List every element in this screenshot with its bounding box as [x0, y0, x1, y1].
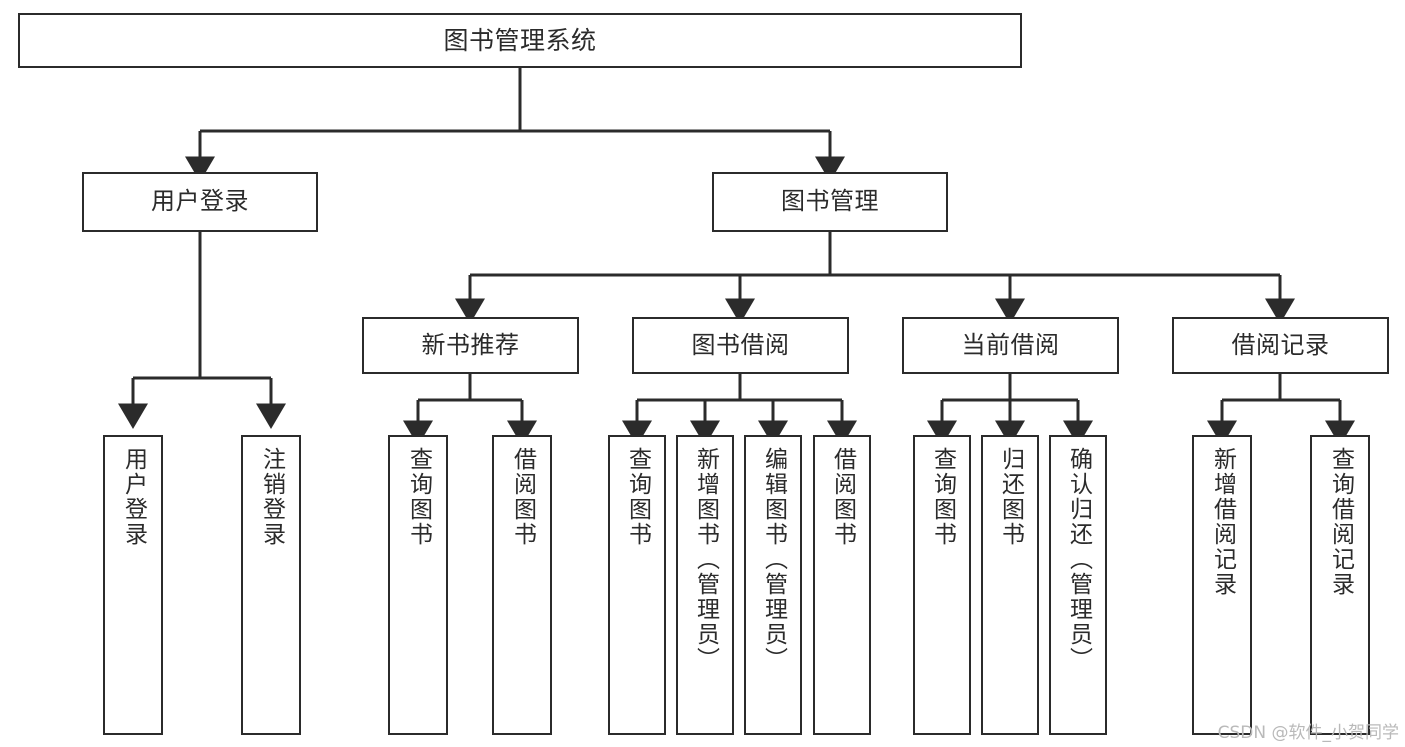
node-leaf-add-borrow-record[interactable]: 新增借阅记录 [1192, 435, 1252, 735]
node-borrow-records-label: 借阅记录 [1231, 330, 1330, 359]
node-leaf-query-book-recommend-label: 查询图书 [405, 447, 432, 547]
node-current-borrow[interactable]: 当前借阅 [902, 317, 1119, 374]
node-leaf-borrow-book-label: 借阅图书 [829, 447, 856, 547]
node-new-book-recommend-label: 新书推荐 [421, 330, 520, 359]
node-borrow-records[interactable]: 借阅记录 [1172, 317, 1389, 374]
node-leaf-add-borrow-record-label: 新增借阅记录 [1209, 447, 1236, 597]
node-leaf-return-book[interactable]: 归还图书 [981, 435, 1039, 735]
node-leaf-query-borrow-record[interactable]: 查询借阅记录 [1310, 435, 1370, 735]
node-new-book-recommend[interactable]: 新书推荐 [362, 317, 579, 374]
node-leaf-borrow-book[interactable]: 借阅图书 [813, 435, 871, 735]
node-user-login[interactable]: 用户登录 [82, 172, 318, 232]
node-leaf-return-book-label: 归还图书 [997, 447, 1024, 547]
node-leaf-query-book-borrow-label: 查询图书 [624, 447, 651, 547]
node-leaf-confirm-return-admin[interactable]: 确认归还（管理员） [1049, 435, 1107, 735]
node-leaf-borrow-book-recommend[interactable]: 借阅图书 [492, 435, 552, 735]
node-book-borrow[interactable]: 图书借阅 [632, 317, 849, 374]
node-book-borrow-label: 图书借阅 [691, 330, 790, 359]
node-current-borrow-label: 当前借阅 [961, 330, 1060, 359]
node-book-management[interactable]: 图书管理 [712, 172, 948, 232]
node-root-system-label: 图书管理系统 [443, 26, 597, 55]
node-leaf-logout[interactable]: 注销登录 [241, 435, 301, 735]
node-leaf-add-book-admin[interactable]: 新增图书（管理员） [676, 435, 734, 735]
node-leaf-query-book-recommend[interactable]: 查询图书 [388, 435, 448, 735]
node-leaf-add-book-admin-label: 新增图书（管理员） [692, 447, 719, 672]
node-leaf-user-login[interactable]: 用户登录 [103, 435, 163, 735]
node-user-login-label: 用户登录 [151, 187, 249, 216]
node-root-system[interactable]: 图书管理系统 [18, 13, 1022, 68]
node-leaf-confirm-return-admin-label: 确认归还（管理员） [1065, 447, 1092, 672]
node-leaf-query-book-current-label: 查询图书 [929, 447, 956, 547]
node-leaf-query-book-current[interactable]: 查询图书 [913, 435, 971, 735]
node-leaf-borrow-book-recommend-label: 借阅图书 [509, 447, 536, 547]
node-book-management-label: 图书管理 [781, 187, 879, 216]
node-leaf-logout-label: 注销登录 [258, 447, 285, 547]
node-leaf-edit-book-admin-label: 编辑图书（管理员） [760, 447, 787, 672]
node-leaf-edit-book-admin[interactable]: 编辑图书（管理员） [744, 435, 802, 735]
node-leaf-query-borrow-record-label: 查询借阅记录 [1327, 447, 1354, 597]
watermark-text: CSDN @软件_小贺同学 [1217, 723, 1399, 743]
node-leaf-user-login-label: 用户登录 [120, 447, 147, 547]
node-leaf-query-book-borrow[interactable]: 查询图书 [608, 435, 666, 735]
